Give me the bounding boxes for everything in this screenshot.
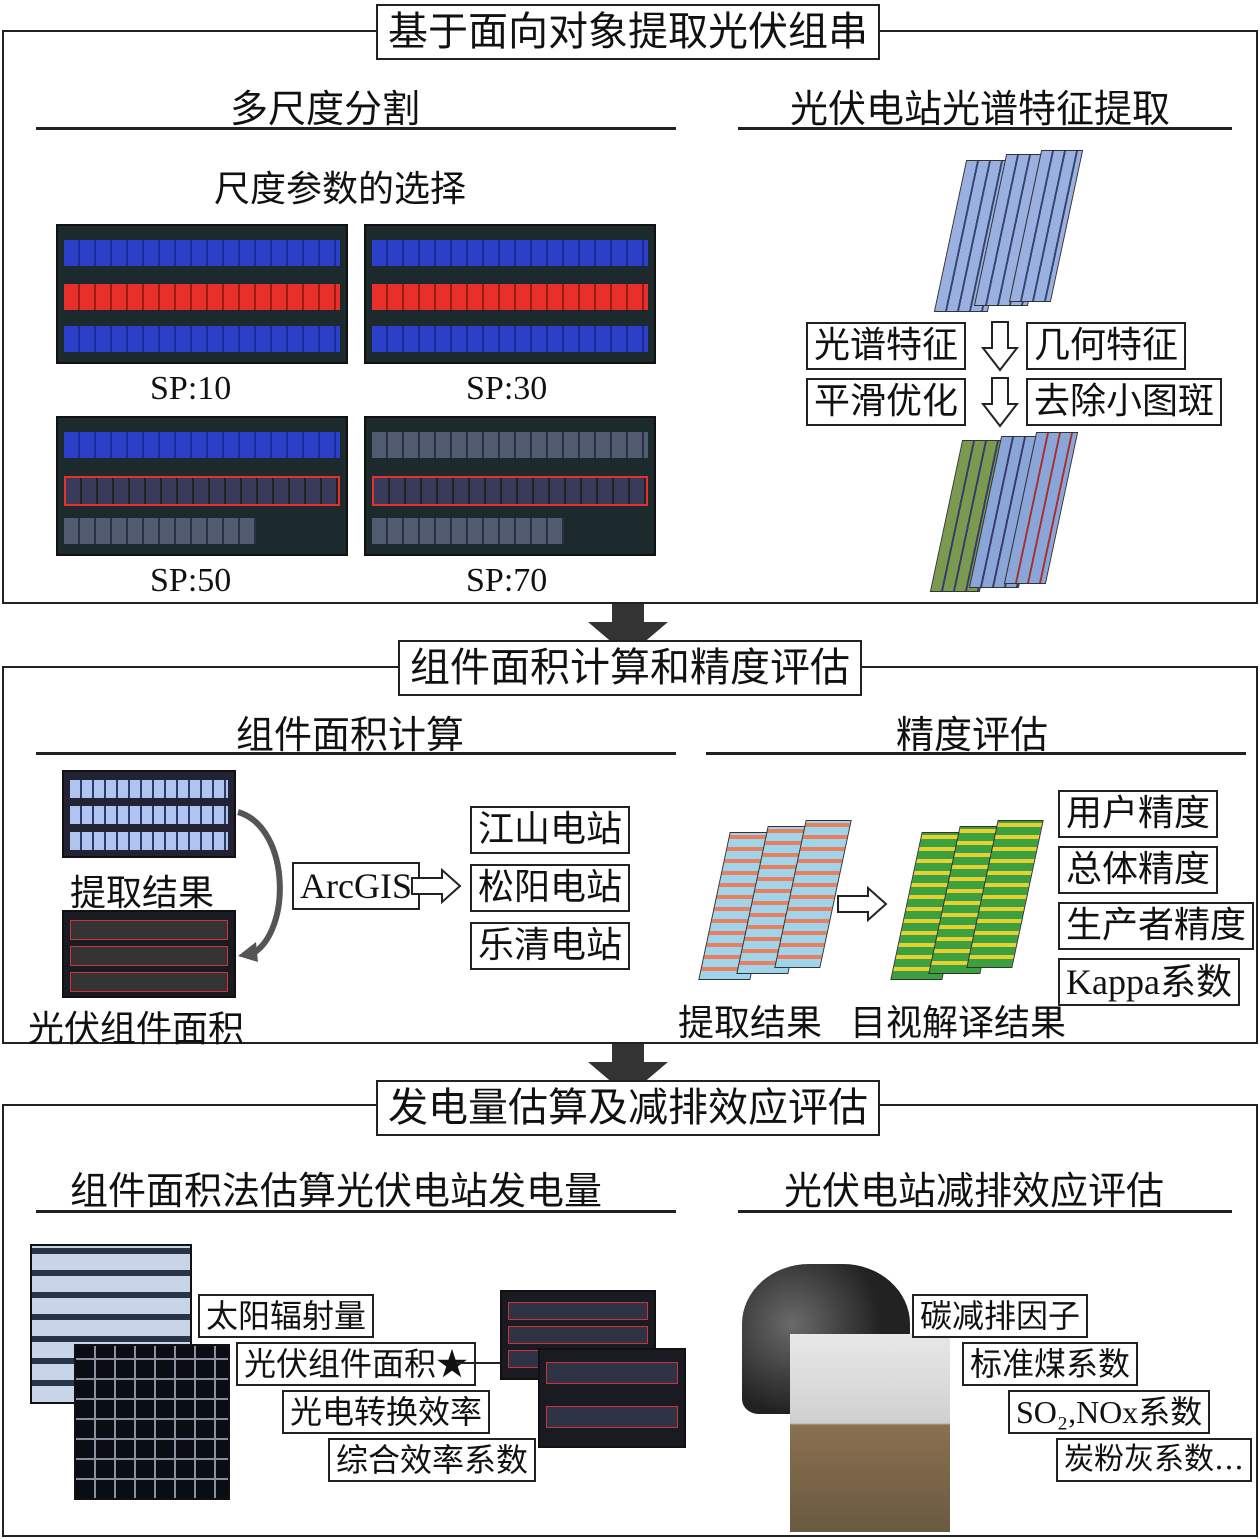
segmentation-thumb-sp50: [56, 416, 348, 556]
sp10-label: SP:10: [150, 370, 232, 407]
emission-fly-ash: 炭粉灰系数…: [1056, 1438, 1252, 1482]
factor-overall-efficiency: 综合效率系数: [328, 1438, 537, 1482]
visual-interp-label: 目视解译结果: [850, 1003, 1067, 1044]
scale-param-caption: 尺度参数的选择: [214, 169, 467, 210]
sp50-label: SP:50: [150, 562, 232, 599]
feature-remove-patches: 去除小图斑: [1026, 378, 1223, 426]
emission-carbon-factor: 碳减排因子: [912, 1294, 1089, 1338]
extract-result-label: 提取结果: [70, 873, 215, 914]
section2-title: 组件面积计算和精度评估: [398, 640, 862, 696]
pv-area-map-front: [538, 1348, 686, 1448]
feature-spectral: 光谱特征: [806, 322, 967, 370]
metric-producer-accuracy: 生产者精度: [1058, 902, 1255, 950]
smokestack-photo: [790, 1334, 950, 1532]
flow-arrow-2-stem: [612, 1044, 644, 1064]
extract-result-image: [62, 770, 236, 858]
flow-arrow-1-stem: [612, 604, 644, 624]
curved-arrow-icon: [236, 809, 283, 962]
area-calc-heading: 组件面积计算: [236, 713, 465, 757]
accuracy-extract-label: 提取结果: [678, 1003, 823, 1044]
segmentation-thumb-sp70: [364, 416, 656, 556]
station-yueqing: 乐清电站: [470, 922, 631, 970]
pv-area-label: 光伏组件面积: [28, 1009, 245, 1050]
right-outline-arrow-icon-2: [837, 886, 888, 922]
emission-rule: [738, 1210, 1232, 1213]
multiscale-heading: 多尺度分割: [230, 87, 421, 131]
emission-standard-coal: 标准煤系数: [962, 1342, 1139, 1386]
segmentation-thumb-sp30: [364, 224, 656, 364]
arcgis-box: ArcGIS: [292, 862, 420, 910]
down-outline-arrow-icon: [980, 321, 1020, 428]
spectral-rule: [738, 127, 1232, 130]
spectral-heading: 光伏电站光谱特征提取: [790, 87, 1171, 131]
pv-area-image: [62, 910, 236, 998]
power-estimate-heading: 组件面积法估算光伏电站发电量: [70, 1169, 603, 1213]
solar-panel-photo: [74, 1344, 230, 1500]
metric-user-accuracy: 用户精度: [1058, 790, 1219, 838]
feature-geometric: 几何特征: [1026, 322, 1187, 370]
accuracy-rule: [706, 752, 1246, 755]
factor-pv-area: 光伏组件面积★: [236, 1342, 477, 1386]
station-songyang: 松阳电站: [470, 864, 631, 912]
segmentation-thumb-sp10: [56, 224, 348, 364]
metric-overall-accuracy: 总体精度: [1058, 846, 1219, 894]
section3-title: 发电量估算及减排效应评估: [376, 1080, 880, 1136]
station-jiangshan: 江山电站: [470, 806, 631, 854]
emission-so2-nox: SO₂,NOx系数: [1008, 1390, 1211, 1434]
sp70-label: SP:70: [466, 562, 548, 599]
emission-heading: 光伏电站减排效应评估: [784, 1169, 1165, 1213]
power-estimate-rule: [36, 1210, 676, 1213]
accuracy-heading: 精度评估: [896, 713, 1049, 757]
sp30-label: SP:30: [466, 370, 548, 407]
multiscale-rule: [36, 127, 676, 130]
area-calc-rule: [36, 752, 676, 755]
connector-line: [456, 1362, 540, 1364]
feature-smooth: 平滑优化: [806, 378, 967, 426]
right-outline-arrow-icon: [411, 868, 462, 904]
factor-conversion-efficiency: 光电转换效率: [282, 1390, 491, 1434]
factor-solar-radiation: 太阳辐射量: [198, 1294, 375, 1338]
metric-kappa: Kappa系数: [1058, 958, 1240, 1006]
section1-title: 基于面向对象提取光伏组串: [376, 4, 880, 60]
